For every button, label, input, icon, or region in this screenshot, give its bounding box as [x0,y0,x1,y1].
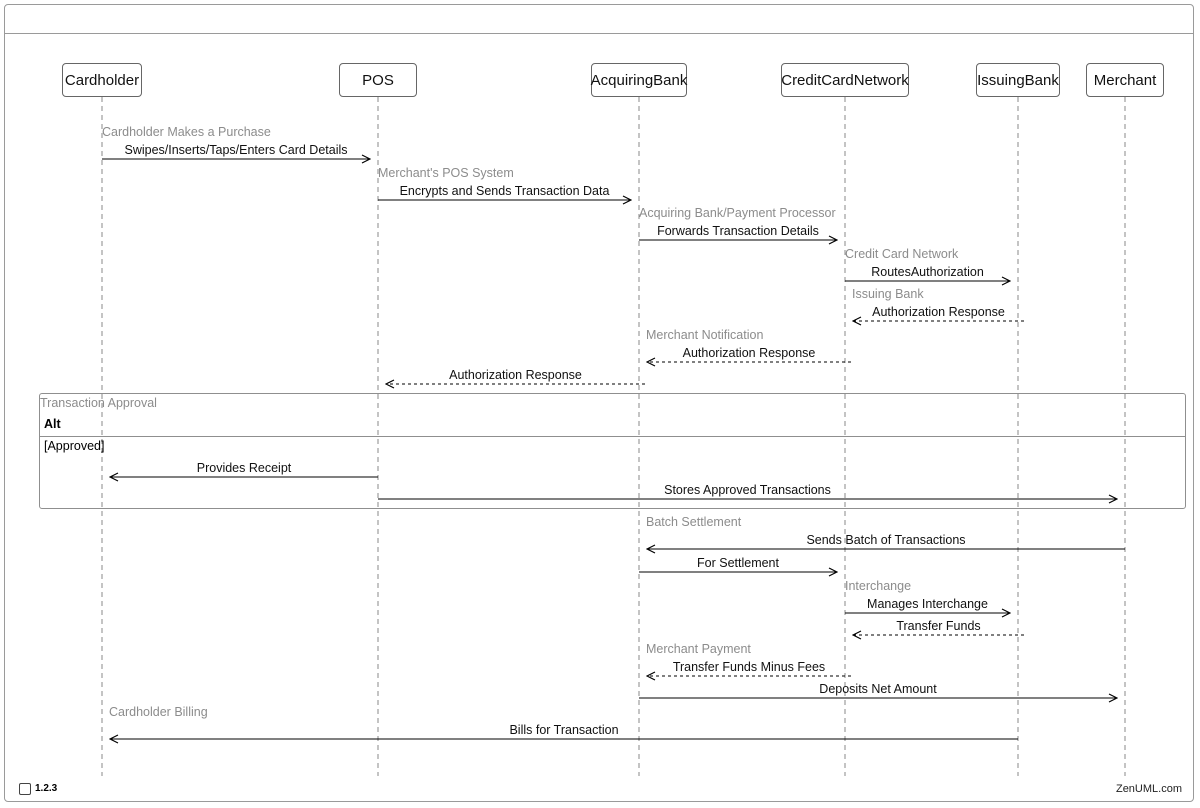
message-comment: Interchange [845,579,912,593]
message-comment: Merchant's POS System [378,166,514,180]
message-comment: Issuing Bank [852,287,924,301]
diagram-title-bar [5,5,1193,34]
fragment-condition: [Approved] [44,439,105,453]
message-label: For Settlement [697,556,779,570]
message-label: Transfer Funds [896,619,981,633]
message-label: Forwards Transaction Details [657,224,819,238]
fragment-kind-label: Alt [44,417,61,431]
message-label: Authorization Response [682,346,816,360]
message-comment: Acquiring Bank/Payment Processor [639,206,836,220]
participant-creditcardnetwork[interactable]: CreditCardNetwork [781,63,909,97]
message-label: Stores Approved Transactions [664,483,831,497]
message-comment: Credit Card Network [845,247,959,261]
message-comment: Merchant Payment [646,642,751,656]
message-label: Deposits Net Amount [819,682,937,696]
fragment-divider [40,436,1185,437]
participant-acquiringbank[interactable]: AcquiringBank [591,63,687,97]
message-label: RoutesAuthorization [871,265,984,279]
message-label: Sends Batch of Transactions [806,533,966,547]
alt-fragment [39,393,1186,509]
brand-link[interactable]: ZenUML.com [1115,783,1182,795]
participant-pos[interactable]: POS [339,63,417,97]
message-label: Authorization Response [449,368,582,382]
message-label: Encrypts and Sends Transaction Data [399,184,610,198]
message-label: Provides Receipt [196,461,292,475]
message-label: Bills for Transaction [509,723,619,737]
message-label: Transfer Funds Minus Fees [672,660,826,674]
message-comment: Batch Settlement [646,515,742,529]
diagram-frame [4,4,1194,802]
version-label: 1.2.3 [35,783,58,794]
message-comment: Merchant Notification [646,328,764,342]
checkbox-icon[interactable] [19,783,31,795]
participant-issuingbank[interactable]: IssuingBank [976,63,1060,97]
participant-cardholder[interactable]: Cardholder [62,63,142,97]
message-comment: Cardholder Makes a Purchase [102,125,271,139]
fragment-comment: Transaction Approval [40,396,157,410]
message-comment: Cardholder Billing [109,705,208,719]
message-label: Manages Interchange [867,597,988,611]
message-label: Authorization Response [872,305,1005,319]
participant-merchant[interactable]: Merchant [1086,63,1164,97]
message-label: Swipes/Inserts/Taps/Enters Card Details [124,143,348,157]
